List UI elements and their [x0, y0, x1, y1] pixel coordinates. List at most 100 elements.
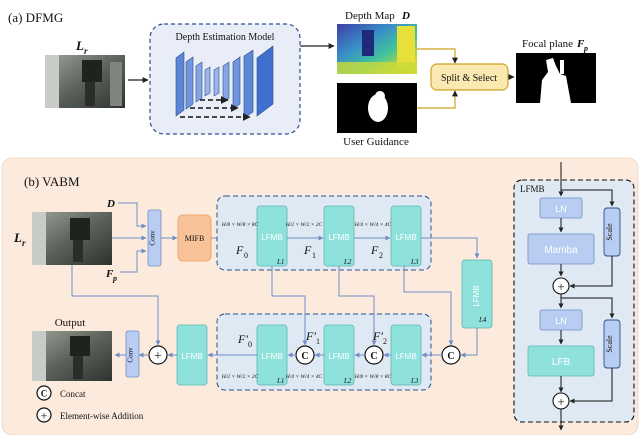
svg-text:Mamba: Mamba [544, 245, 578, 256]
svg-text:F: F [105, 268, 114, 280]
svg-text:MIFB: MIFB [185, 234, 205, 243]
svg-text:r: r [84, 46, 88, 56]
mamba-block: Mamba [527, 233, 595, 265]
output-addition: + [148, 345, 168, 365]
depth-map-label: Depth Map D [345, 10, 410, 22]
encoder-feature-f0: F 0 [235, 243, 248, 260]
svg-text:C: C [301, 351, 308, 362]
svg-text:C: C [370, 351, 377, 362]
svg-text:C: C [447, 351, 454, 362]
svg-text:Scale: Scale [605, 335, 614, 353]
dfmg-input-image [45, 55, 125, 108]
dfmg-section-label: (a) DFMG [8, 10, 63, 25]
output-label: Output [55, 317, 86, 329]
output-conv-block: Conv [125, 330, 140, 378]
svg-text:Scale: Scale [605, 223, 614, 241]
encoder-feature-f1: F 1 [303, 243, 316, 260]
encoder-dims-3: H/8 × W/8 × 8C [221, 222, 259, 228]
user-guidance-label: User Guidance [343, 136, 409, 148]
add-node-1: + [552, 277, 570, 295]
scale-block-2: Scale [603, 319, 621, 369]
decoder-lfmb-2: LFMB L2 [323, 324, 355, 386]
decoder-feature-f0: F′ 0 [237, 332, 252, 349]
svg-text:+: + [557, 279, 564, 294]
svg-text:LFMB: LFMB [181, 352, 202, 361]
svg-text:LFMB: LFMB [395, 233, 416, 242]
svg-text:p: p [583, 44, 588, 53]
focal-plane-image [516, 53, 596, 103]
encoder-feature-f2: F 2 [370, 243, 383, 260]
dfmg-input-label: L r [75, 38, 88, 56]
svg-text:F: F [370, 243, 379, 257]
depth-map-image [337, 24, 417, 74]
svg-text:2: 2 [379, 251, 383, 260]
decoder-dims-3: H/8 × W/8 × 8C [354, 374, 392, 380]
svg-text:LN: LN [555, 316, 567, 326]
depth-estimation-model: Depth Estimation Model [149, 23, 301, 135]
input-conv-block: Conv [147, 209, 162, 267]
lfmb-detail-panel: LFMB LN Mamba Scale + [513, 162, 635, 431]
svg-text:F: F [303, 243, 312, 257]
vabm-section: (b) VABM L r D F p Conv MIFB [1, 157, 639, 435]
svg-text:D: D [401, 10, 410, 22]
legend: C Concat + Element-wise Addition [36, 385, 144, 423]
svg-text:Conv: Conv [149, 230, 157, 246]
ln-block-2: LN [539, 309, 583, 331]
decoder-lfmb-1: LFMB L1 [256, 324, 288, 386]
svg-text:Focal plane: Focal plane [522, 38, 573, 50]
svg-text:L4: L4 [478, 316, 487, 324]
encoder-lfmb-1: LFMB L1 [256, 205, 288, 267]
decoder-concat-1: C [295, 345, 315, 365]
vabm-section-label: (b) VABM [24, 174, 80, 189]
decoder-dims-1: H/2 × W/2 × 2C [221, 374, 259, 380]
svg-text:Split & Select: Split & Select [441, 73, 497, 84]
svg-text:LFMB: LFMB [328, 233, 349, 242]
add-node-2: + [552, 392, 570, 410]
output-lfmb: LFMB [176, 324, 208, 386]
bottleneck-concat: C [441, 345, 461, 365]
svg-text:Concat: Concat [60, 389, 86, 399]
encoder-lfmb-2: LFMB L2 [323, 205, 355, 267]
ln-block-1: LN [539, 197, 583, 219]
svg-text:0: 0 [244, 251, 248, 260]
svg-text:L3: L3 [410, 377, 419, 385]
svg-text:Conv: Conv [127, 347, 135, 363]
network-blocks-icon [175, 45, 274, 119]
svg-text:+: + [557, 394, 564, 409]
svg-text:L: L [13, 230, 22, 245]
svg-text:L2: L2 [343, 377, 352, 385]
svg-text:C: C [41, 389, 48, 399]
mifb-block: MIFB [177, 214, 212, 262]
svg-text:2: 2 [383, 337, 387, 346]
svg-text:LFB: LFB [552, 357, 571, 368]
svg-text:LN: LN [555, 204, 567, 214]
encoder-dims-1: H/2 × W/2 × 2C [285, 222, 323, 228]
svg-text:F′: F′ [305, 329, 316, 343]
decoder-feature-f1: F′ 1 [305, 329, 320, 346]
scale-block-1: Scale [603, 207, 621, 257]
svg-text:F′: F′ [372, 329, 383, 343]
dfmg-section: (a) DFMG L r Depth Estimation Model [8, 10, 596, 148]
vabm-d-label: D [106, 198, 115, 210]
svg-text:F′: F′ [237, 332, 248, 346]
svg-text:F: F [235, 243, 244, 257]
svg-text:L: L [75, 38, 84, 53]
svg-text:LFMB: LFMB [261, 233, 282, 242]
svg-text:Depth Map: Depth Map [345, 10, 395, 22]
svg-text:Element-wise Addition: Element-wise Addition [60, 411, 144, 421]
svg-text:+: + [154, 349, 162, 364]
svg-text:0: 0 [248, 340, 252, 349]
svg-text:+: + [41, 409, 48, 423]
svg-text:r: r [22, 238, 26, 248]
vabm-input-image [32, 212, 112, 265]
skip-arrows [180, 96, 251, 121]
focal-plane-label: Focal plane F p [522, 38, 588, 53]
decoder-dims-2: H/4 × W/4 × 4C [285, 373, 323, 380]
svg-text:L1: L1 [276, 258, 284, 266]
svg-text:LFMB: LFMB [395, 352, 416, 361]
encoder-dims-2: H/4 × W/4 × 4C [354, 221, 392, 228]
svg-text:LFMB: LFMB [261, 352, 282, 361]
split-select-block: Split & Select [430, 63, 509, 91]
